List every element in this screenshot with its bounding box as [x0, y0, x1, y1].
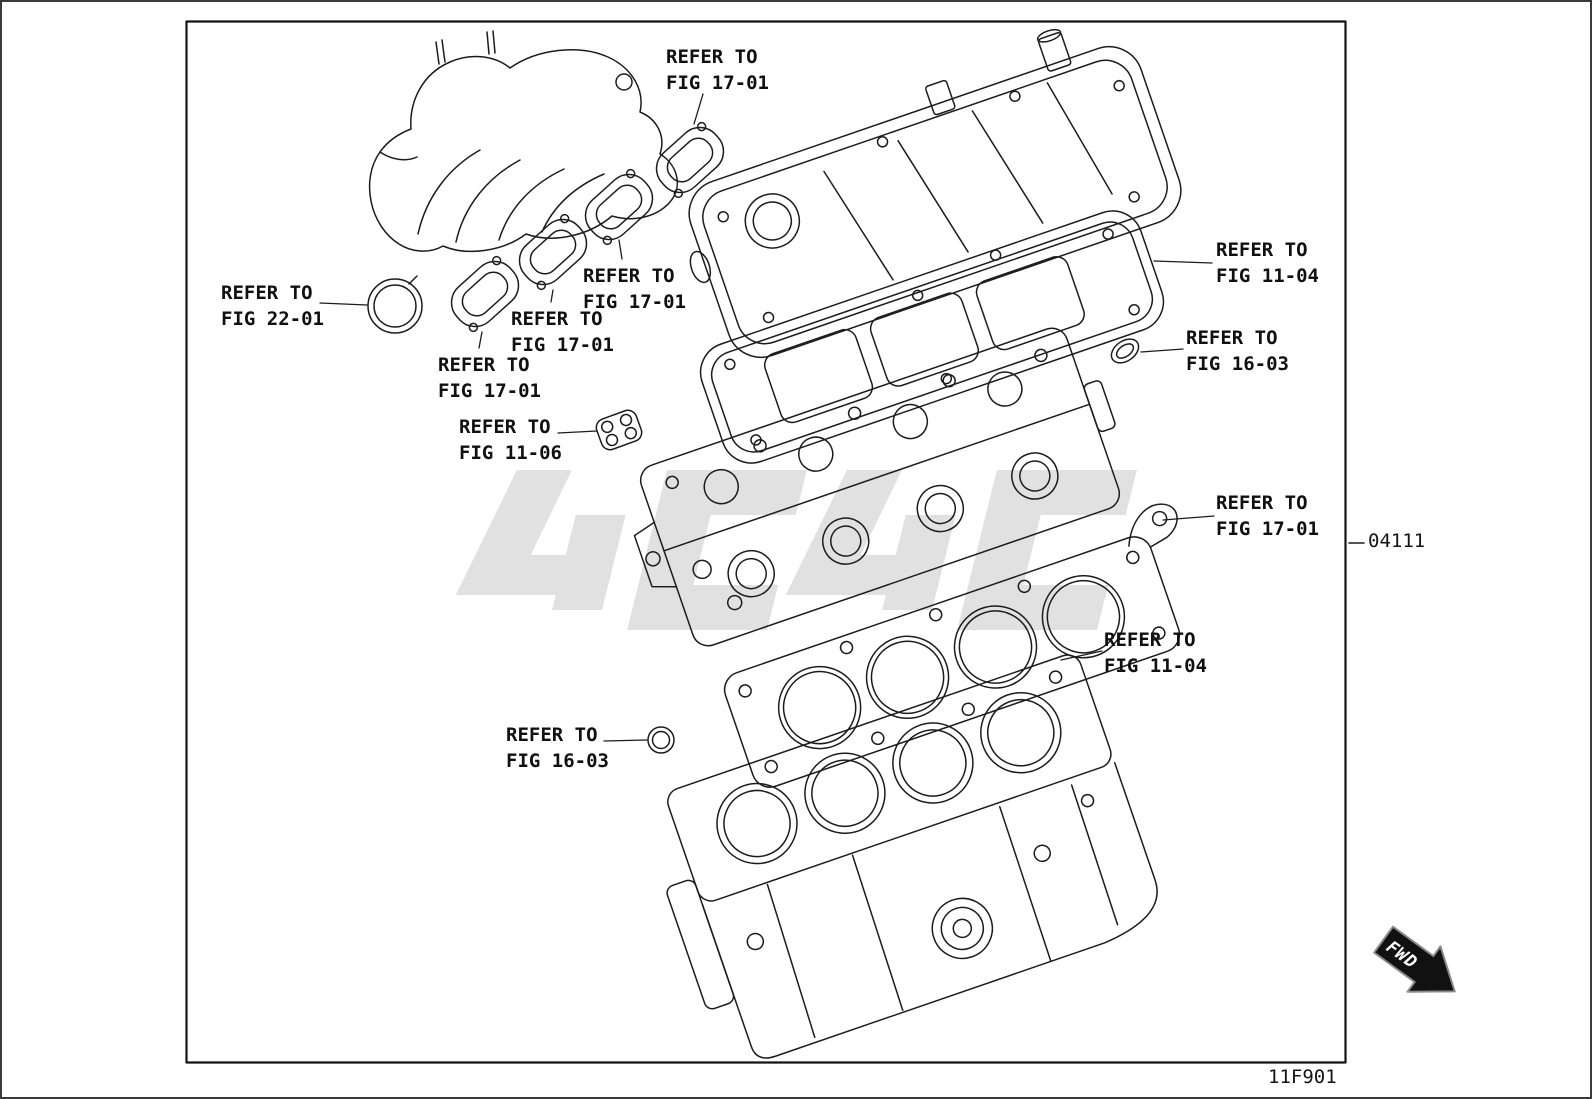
- fwd-arrow: FWD: [1373, 925, 1456, 993]
- refer-label-intake-gasket-4: REFER TO FIG 17-01: [438, 352, 541, 404]
- refer-label-line2: FIG 16-03: [506, 750, 609, 772]
- cylinder-head-gasket: [723, 503, 1181, 788]
- refer-label-line1: REFER TO: [1216, 492, 1308, 514]
- throttle-body-gasket: [367, 275, 423, 334]
- refer-label-intake-gasket-3: REFER TO FIG 17-01: [511, 306, 614, 358]
- refer-label-oil-seal-lower: REFER TO FIG 16-03: [506, 722, 609, 774]
- refer-label-valve-cover-gasket: REFER TO FIG 11-04: [1216, 237, 1319, 289]
- refer-label-line1: REFER TO: [511, 308, 603, 330]
- refer-label-line2: FIG 17-01: [1216, 518, 1319, 540]
- refer-label-line1: REFER TO: [1104, 629, 1196, 651]
- refer-label-intake-gasket-2: REFER TO FIG 17-01: [583, 263, 686, 315]
- refer-label-intake-gasket-1: REFER TO FIG 17-01: [666, 44, 769, 96]
- intake-gasket-3: [518, 213, 588, 291]
- oil-seal-lower: [647, 726, 675, 754]
- refer-label-line2: FIG 11-06: [459, 442, 562, 464]
- refer-label-line2: FIG 17-01: [438, 380, 541, 402]
- small-port-gasket: [595, 409, 643, 451]
- refer-label-oil-seal-upper: REFER TO FIG 16-03: [1186, 325, 1289, 377]
- refer-label-line1: REFER TO: [666, 46, 758, 68]
- refer-label-line1: REFER TO: [1186, 327, 1278, 349]
- intake-gasket-2: [584, 168, 654, 246]
- refer-label-line2: FIG 17-01: [583, 291, 686, 313]
- refer-label-line1: REFER TO: [506, 724, 598, 746]
- refer-label-small-port-gasket: REFER TO FIG 11-06: [459, 414, 562, 466]
- refer-label-throttle-gasket: REFER TO FIG 22-01: [221, 280, 324, 332]
- figure-code: 11F901: [1268, 1066, 1337, 1088]
- refer-label-line2: FIG 16-03: [1186, 353, 1289, 375]
- refer-label-line1: REFER TO: [459, 416, 551, 438]
- head-gasket-tab: [1128, 503, 1178, 548]
- drawing-frame: [185, 20, 1347, 1064]
- intake-manifold: [368, 30, 679, 253]
- refer-label-line2: FIG 22-01: [221, 308, 324, 330]
- refer-label-line2: FIG 11-04: [1216, 265, 1319, 287]
- intake-gasket-4: [450, 255, 520, 333]
- refer-label-line2: FIG 11-04: [1104, 655, 1207, 677]
- oil-seal-upper: [1110, 338, 1140, 364]
- refer-label-line1: REFER TO: [221, 282, 313, 304]
- refer-label-line1: REFER TO: [438, 354, 530, 376]
- cylinder-block: [666, 654, 1158, 1059]
- refer-label-head-gasket-tab: REFER TO FIG 17-01: [1216, 490, 1319, 542]
- watermark-logo: [455, 470, 1137, 630]
- refer-label-line1: REFER TO: [583, 265, 675, 287]
- cylinder-head: [633, 327, 1121, 647]
- refer-label-line1: REFER TO: [1216, 239, 1308, 261]
- intake-gasket-1: [655, 121, 725, 199]
- valve-cover: [688, 28, 1182, 359]
- part-number-callout: 04111: [1368, 530, 1426, 552]
- leader-lines: [319, 93, 1215, 742]
- refer-label-line2: FIG 17-01: [511, 334, 614, 356]
- refer-label-head-gasket: REFER TO FIG 11-04: [1104, 627, 1207, 679]
- refer-label-line2: FIG 17-01: [666, 72, 769, 94]
